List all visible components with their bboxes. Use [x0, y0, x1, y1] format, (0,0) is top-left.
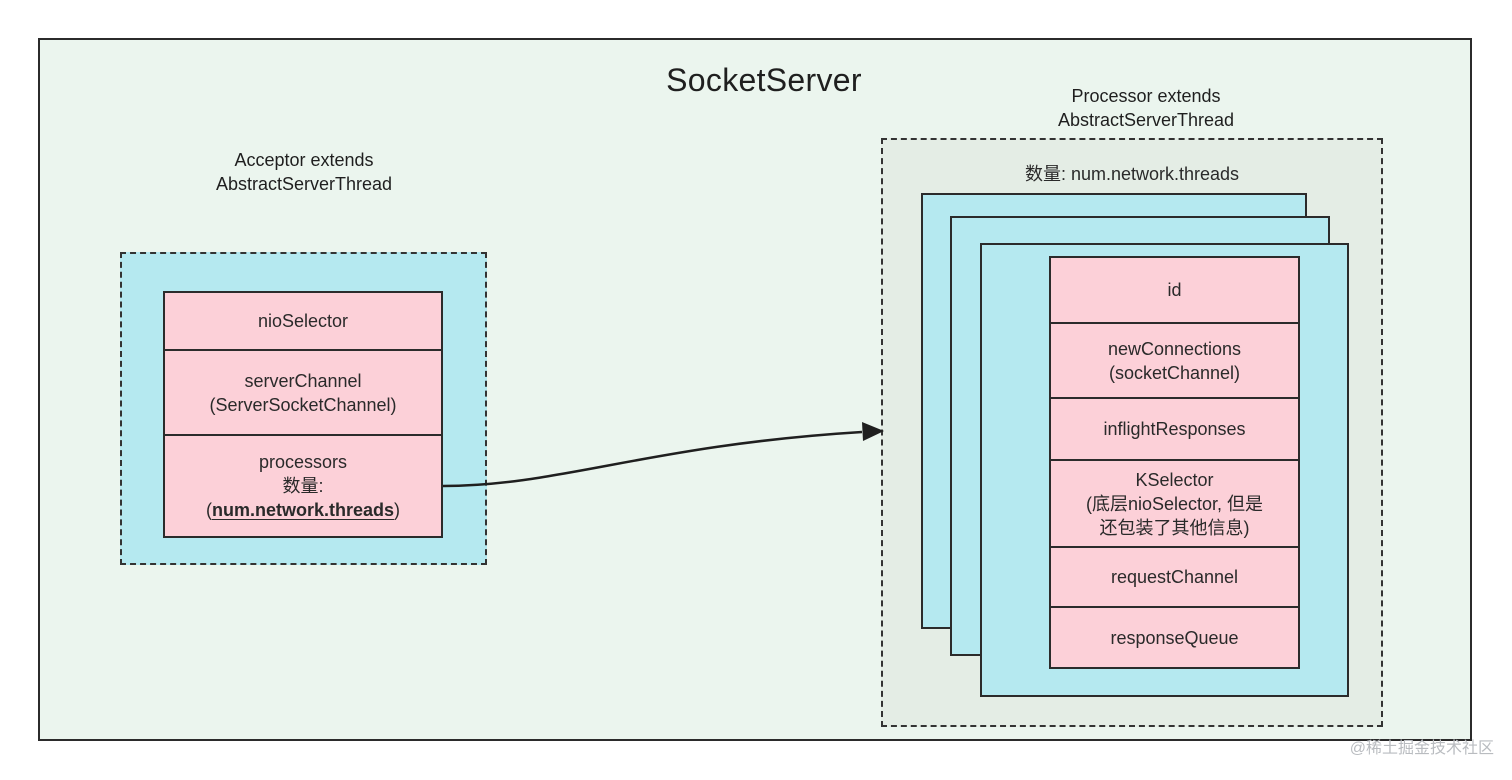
field-label: 还包装了其他信息) — [1099, 517, 1250, 538]
processor-caption-line2: AbstractServerThread — [1057, 110, 1235, 130]
processor-field-response-queue: responseQueue — [1051, 608, 1298, 667]
field-label: newConnections — [1107, 338, 1242, 359]
processor-field-inflight-responses: inflightResponses — [1051, 399, 1298, 461]
acceptor-caption-line2: AbstractServerThread — [215, 174, 393, 194]
acceptor-caption: Acceptor extends AbstractServerThread — [154, 148, 454, 196]
acceptor-caption-line1: Acceptor extends — [234, 150, 374, 170]
acceptor-field-server-channel: serverChannel (ServerSocketChannel) — [165, 351, 441, 436]
field-label: KSelector — [1135, 469, 1214, 490]
field-label: responseQueue — [1110, 627, 1239, 648]
processor-field-new-connections: newConnections (socketChannel) — [1051, 324, 1298, 399]
processor-caption-line1: Processor extends — [1071, 86, 1221, 106]
processor-field-table: id newConnections (socketChannel) inflig… — [1049, 256, 1300, 669]
field-label: processors — [258, 452, 348, 472]
processor-caption: Processor extends AbstractServerThread — [996, 84, 1296, 132]
processor-count-label: 数量: num.network.threads — [1024, 164, 1240, 184]
acceptor-field-nio-selector: nioSelector — [165, 293, 441, 351]
acceptor-field-processors: processors 数量: (num.network.threads) — [165, 436, 441, 536]
field-label: nioSelector — [257, 311, 349, 331]
field-label: serverChannel — [244, 370, 362, 391]
processor-field-id: id — [1051, 258, 1298, 324]
open-paren: ( — [205, 500, 212, 520]
field-label: id — [1167, 280, 1182, 300]
field-label: (ServerSocketChannel) — [209, 394, 397, 415]
acceptor-field-table: nioSelector serverChannel (ServerSocketC… — [163, 291, 443, 538]
field-label: requestChannel — [1110, 567, 1239, 587]
processors-count-value: num.network.threads — [211, 500, 395, 520]
field-label: (底层nioSelector, 但是 — [1085, 493, 1264, 514]
field-label: (socketChannel) — [1108, 362, 1241, 383]
close-paren: ) — [394, 500, 401, 520]
field-label: 数量: — [282, 476, 324, 496]
processor-field-kselector: KSelector (底层nioSelector, 但是 还包装了其他信息) — [1051, 461, 1298, 548]
processor-field-request-channel: requestChannel — [1051, 548, 1298, 608]
diagram-title: SocketServer — [666, 62, 862, 98]
field-label: inflightResponses — [1103, 419, 1246, 439]
processors-count-line: (num.network.threads) — [206, 498, 400, 522]
watermark-text: @稀土掘金技术社区 — [1349, 740, 1494, 757]
